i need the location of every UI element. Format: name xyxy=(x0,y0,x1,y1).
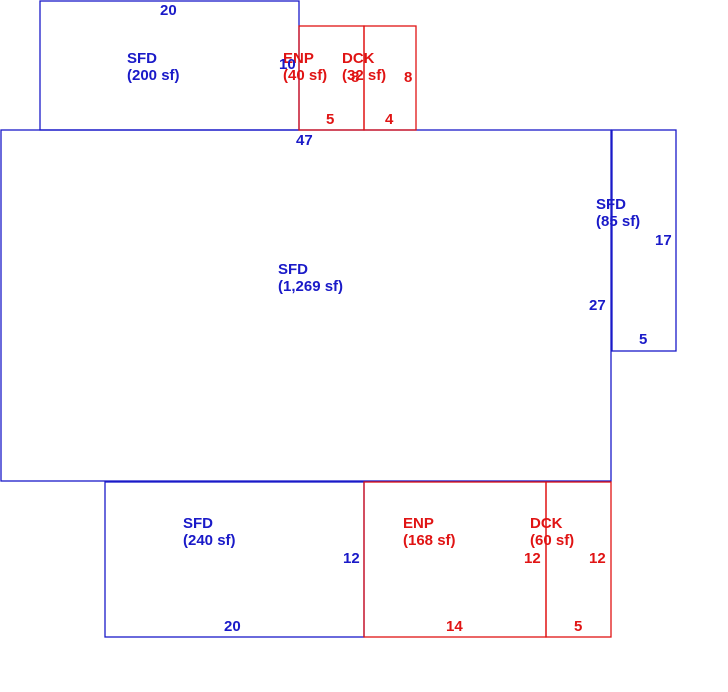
sfd-top-height-dim: 10 xyxy=(279,56,296,73)
dck-top-inner-dim: 8 xyxy=(351,69,359,86)
enp-bottom-area: (168 sf) xyxy=(403,532,456,549)
dck-bottom-area: (60 sf) xyxy=(530,532,574,549)
dck-bottom-label: DCK xyxy=(530,515,563,532)
enp-top-width-dim: 5 xyxy=(326,111,334,128)
dck-top-height-dim: 8 xyxy=(404,69,412,86)
sfd-right-height-dim: 17 xyxy=(655,232,672,249)
sfd-main-label: SFD xyxy=(278,261,308,278)
sfd-right-label: SFD xyxy=(596,196,626,213)
sfd-main-area: (1,269 sf) xyxy=(278,278,343,295)
enp-bottom-outline xyxy=(363,481,547,638)
enp-bottom-label: ENP xyxy=(403,515,434,532)
dck-bottom-outline xyxy=(545,481,612,638)
sfd-right-outline xyxy=(611,129,677,352)
dck-bottom-height-dim: 12 xyxy=(589,550,606,567)
enp-bottom-height-dim: 12 xyxy=(524,550,541,567)
sfd-bottom-height-dim: 12 xyxy=(343,550,360,567)
sfd-bottom-outline xyxy=(104,481,365,638)
enp-bottom-width-dim: 14 xyxy=(446,618,463,635)
main-width-dim: 47 xyxy=(296,132,313,149)
sfd-bottom-area: (240 sf) xyxy=(183,532,236,549)
sfd-bottom-width-dim: 20 xyxy=(224,618,241,635)
sfd-top-outline xyxy=(39,0,300,131)
dck-bottom-width-dim: 5 xyxy=(574,618,582,635)
dck-top-label: DCK xyxy=(342,50,375,67)
enp-top-label: ENP xyxy=(283,50,314,67)
sfd-right-width-dim: 5 xyxy=(639,331,647,348)
sfd-main-outline xyxy=(0,129,612,482)
enp-top-area: (40 sf) xyxy=(283,67,327,84)
sfd-right-area: (85 sf) xyxy=(596,213,640,230)
dck-top-outline xyxy=(363,25,417,131)
dck-top-area: (32 sf) xyxy=(342,67,386,84)
main-height-dim: 27 xyxy=(589,297,606,314)
sfd-top-area: (200 sf) xyxy=(127,67,180,84)
sfd-top-width-dim: 20 xyxy=(160,2,177,19)
dck-top-width-dim: 4 xyxy=(385,111,394,128)
sfd-bottom-label: SFD xyxy=(183,515,213,532)
sfd-top-label: SFD xyxy=(127,50,157,67)
